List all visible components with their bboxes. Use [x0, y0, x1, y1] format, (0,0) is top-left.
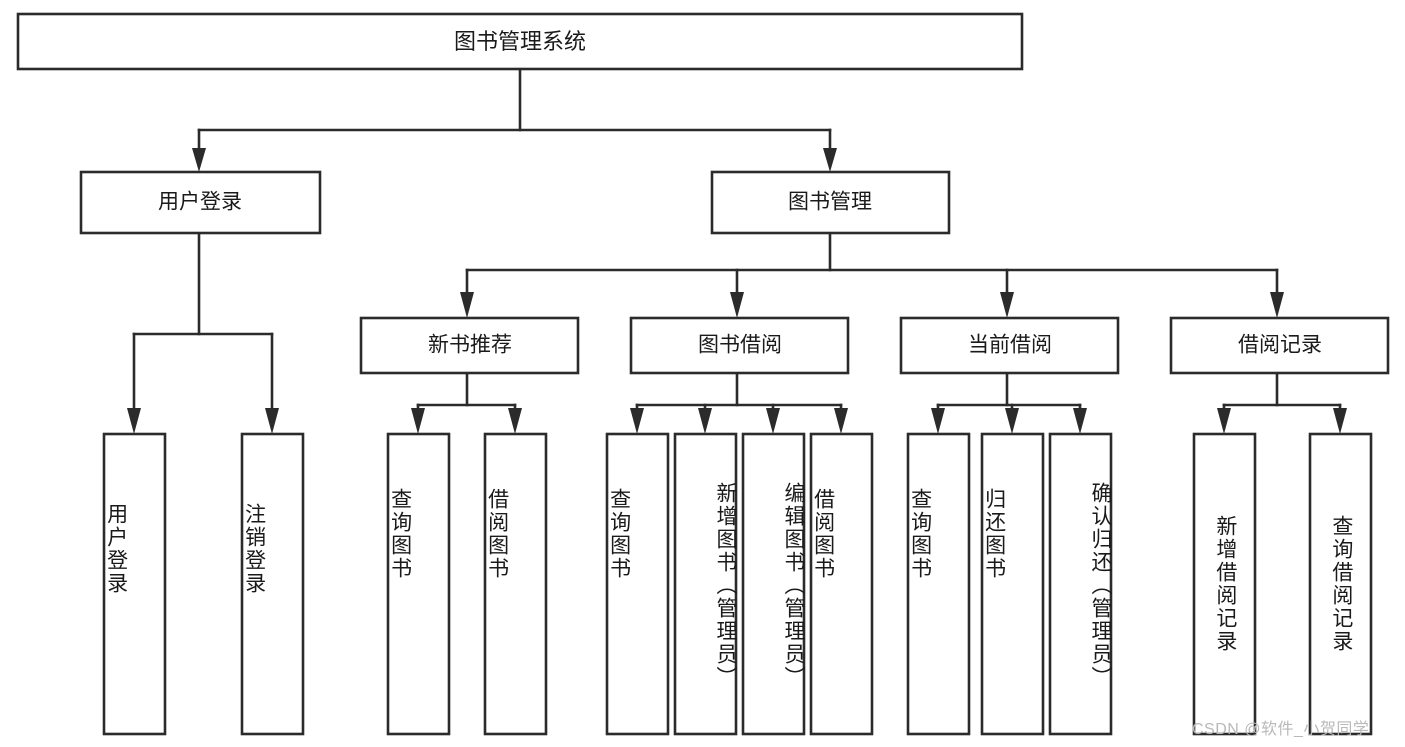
arrow-to-leaf-borrow-book-1 [508, 408, 522, 434]
node-book-management[interactable] [710, 170, 951, 235]
node-leaf-user-login[interactable] [102, 432, 167, 736]
node-new-book-recommend[interactable] [359, 316, 580, 375]
arrow-root-to-book-mgmt [823, 148, 837, 172]
arrow-to-leaf-query-book-1 [411, 408, 425, 434]
node-user-login-label: 用户登录 [158, 191, 242, 214]
watermark-text: CSDN @软件_小贺同学 [1192, 721, 1370, 738]
node-leaf-confirm-return-admin[interactable] [1048, 432, 1113, 736]
arrow-to-leaf-confirm-return [1073, 408, 1087, 434]
node-leaf-add-book-admin[interactable] [673, 432, 738, 736]
connector-group [127, 67, 1347, 434]
node-book-borrow-label: 图书借阅 [698, 334, 782, 357]
arrow-to-new-book-rec [460, 292, 474, 318]
arrow-to-leaf-query-book-2 [630, 408, 644, 434]
node-user-login[interactable] [79, 170, 322, 235]
node-leaf-query-borrow-record[interactable] [1308, 432, 1373, 736]
arrow-to-leaf-add-book [698, 408, 712, 434]
node-current-borrow[interactable] [899, 316, 1120, 375]
arrow-to-borrow-record [1270, 292, 1284, 318]
node-leaf-edit-book-admin[interactable] [741, 432, 806, 736]
node-book-management-label: 图书管理 [788, 191, 872, 214]
node-root-label: 图书管理系统 [454, 29, 586, 54]
node-leaf-borrow-book-2[interactable] [809, 432, 874, 736]
arrow-to-leaf-user-login [127, 408, 141, 434]
arrow-to-leaf-logout [265, 408, 279, 434]
arrow-to-leaf-query-book-3 [931, 408, 945, 434]
arrow-to-current-borrow [1000, 292, 1014, 318]
node-group: 图书管理系统 用户登录 图书管理 新书推荐 图书借阅 当前借阅 借阅记录 [16, 12, 1390, 736]
node-leaf-borrow-book-1[interactable] [483, 432, 548, 736]
arrow-to-leaf-add-record [1217, 408, 1231, 434]
node-leaf-return-book[interactable] [980, 432, 1045, 736]
node-borrow-record[interactable] [1169, 316, 1390, 375]
node-leaf-add-borrow-record[interactable] [1192, 432, 1257, 736]
node-leaf-query-book-1[interactable] [386, 432, 451, 736]
node-new-book-recommend-label: 新书推荐 [428, 334, 512, 357]
node-root-book-management-system[interactable] [16, 12, 1024, 71]
arrow-to-leaf-return-book [1005, 408, 1019, 434]
arrow-root-to-user-login [192, 148, 206, 172]
node-leaf-logout[interactable] [240, 432, 305, 736]
arrow-to-book-borrow [730, 292, 744, 318]
node-current-borrow-label: 当前借阅 [968, 334, 1052, 357]
arrow-to-leaf-edit-book [766, 408, 780, 434]
arrow-to-leaf-query-record [1333, 408, 1347, 434]
node-leaf-query-book-2[interactable] [605, 432, 670, 736]
arrow-to-leaf-borrow-book-2 [834, 408, 848, 434]
node-book-borrow[interactable] [629, 316, 850, 375]
node-leaf-query-book-3[interactable] [906, 432, 971, 736]
node-borrow-record-label: 借阅记录 [1238, 334, 1322, 357]
